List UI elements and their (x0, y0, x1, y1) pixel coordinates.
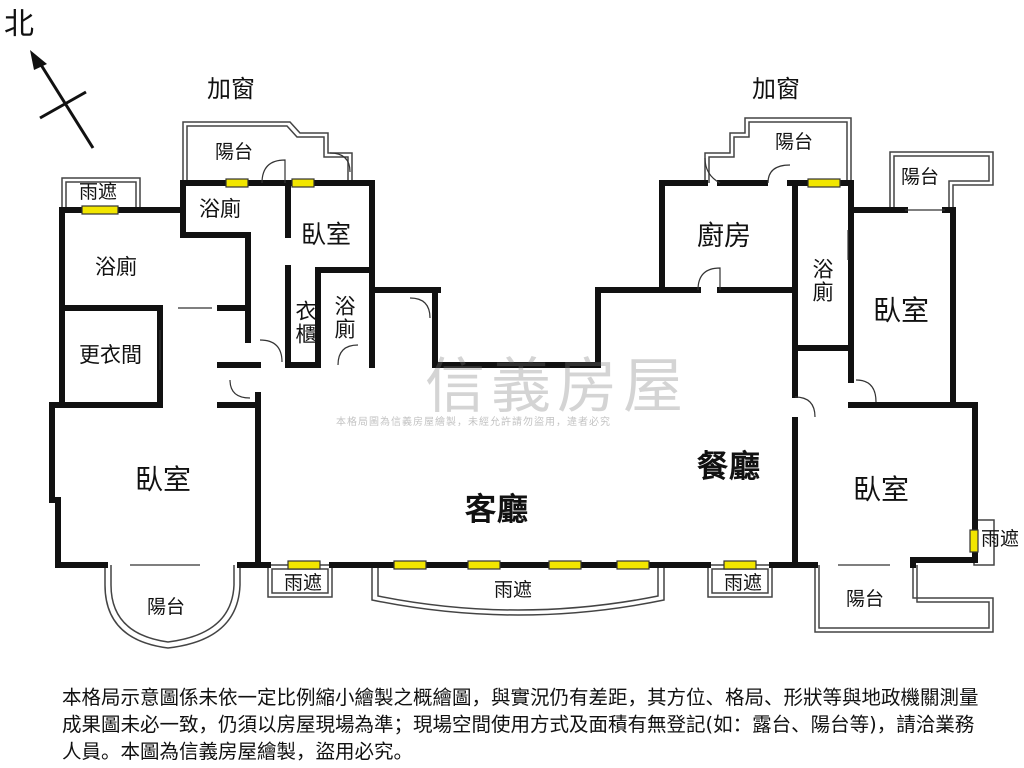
balcony-top-left-label: 陽台 (215, 141, 254, 163)
bath-right-label: 浴廁 (810, 258, 834, 304)
bedroom-top-mid-label: 臥室 (301, 220, 352, 249)
bedroom-right-top-label: 臥室 (873, 294, 930, 327)
bath-small-top-label: 浴廁 (199, 197, 241, 221)
bath-left-label: 浴廁 (95, 255, 137, 279)
canopy-bottom-2-label: 雨遮 (494, 579, 533, 601)
watermark-brand: 信義房屋 (425, 352, 689, 422)
north-label: 北 (4, 7, 34, 42)
canopy-bottom-1-label: 雨遮 (284, 572, 323, 594)
disclaimer-text: 本格局示意圖係未依一定比例縮小繪製之概繪圖，與實況仍有差距，其方位、格局、形狀等… (62, 686, 979, 763)
balcony-bottom-left-label: 陽台 (147, 596, 186, 618)
canopy-bottom-3-label: 雨遮 (724, 572, 763, 594)
canopy-top-left-label: 雨遮 (79, 181, 118, 203)
dining-room-label: 餐廳 (697, 449, 761, 485)
bedroom-right-bottom-label: 臥室 (853, 473, 910, 506)
living-room-label: 客廳 (465, 492, 529, 528)
door-swings (130, 152, 945, 566)
dressing-room-label: 更衣間 (79, 343, 142, 367)
balcony-far-right-label: 陽台 (901, 166, 940, 188)
balcony-top-right-label: 陽台 (775, 131, 814, 153)
watermark-note: 本格局圖為信義房屋繪製，未經允許請勿盜用，違者必究 (336, 417, 611, 428)
add-window-label-left: 加窗 (207, 75, 255, 103)
north-arrow-icon (30, 50, 95, 149)
walls (49, 180, 978, 568)
wardrobe-label: 衣櫃 (293, 300, 317, 346)
canopy-right-label: 雨遮 (981, 528, 1020, 550)
add-window-label-right: 加窗 (752, 75, 800, 103)
windows (81, 178, 979, 570)
bath-mid-label: 浴廁 (332, 295, 356, 341)
balcony-bottom-right-label: 陽台 (846, 588, 885, 610)
kitchen-label: 廚房 (697, 221, 751, 252)
bedroom-left-label: 臥室 (135, 463, 192, 496)
